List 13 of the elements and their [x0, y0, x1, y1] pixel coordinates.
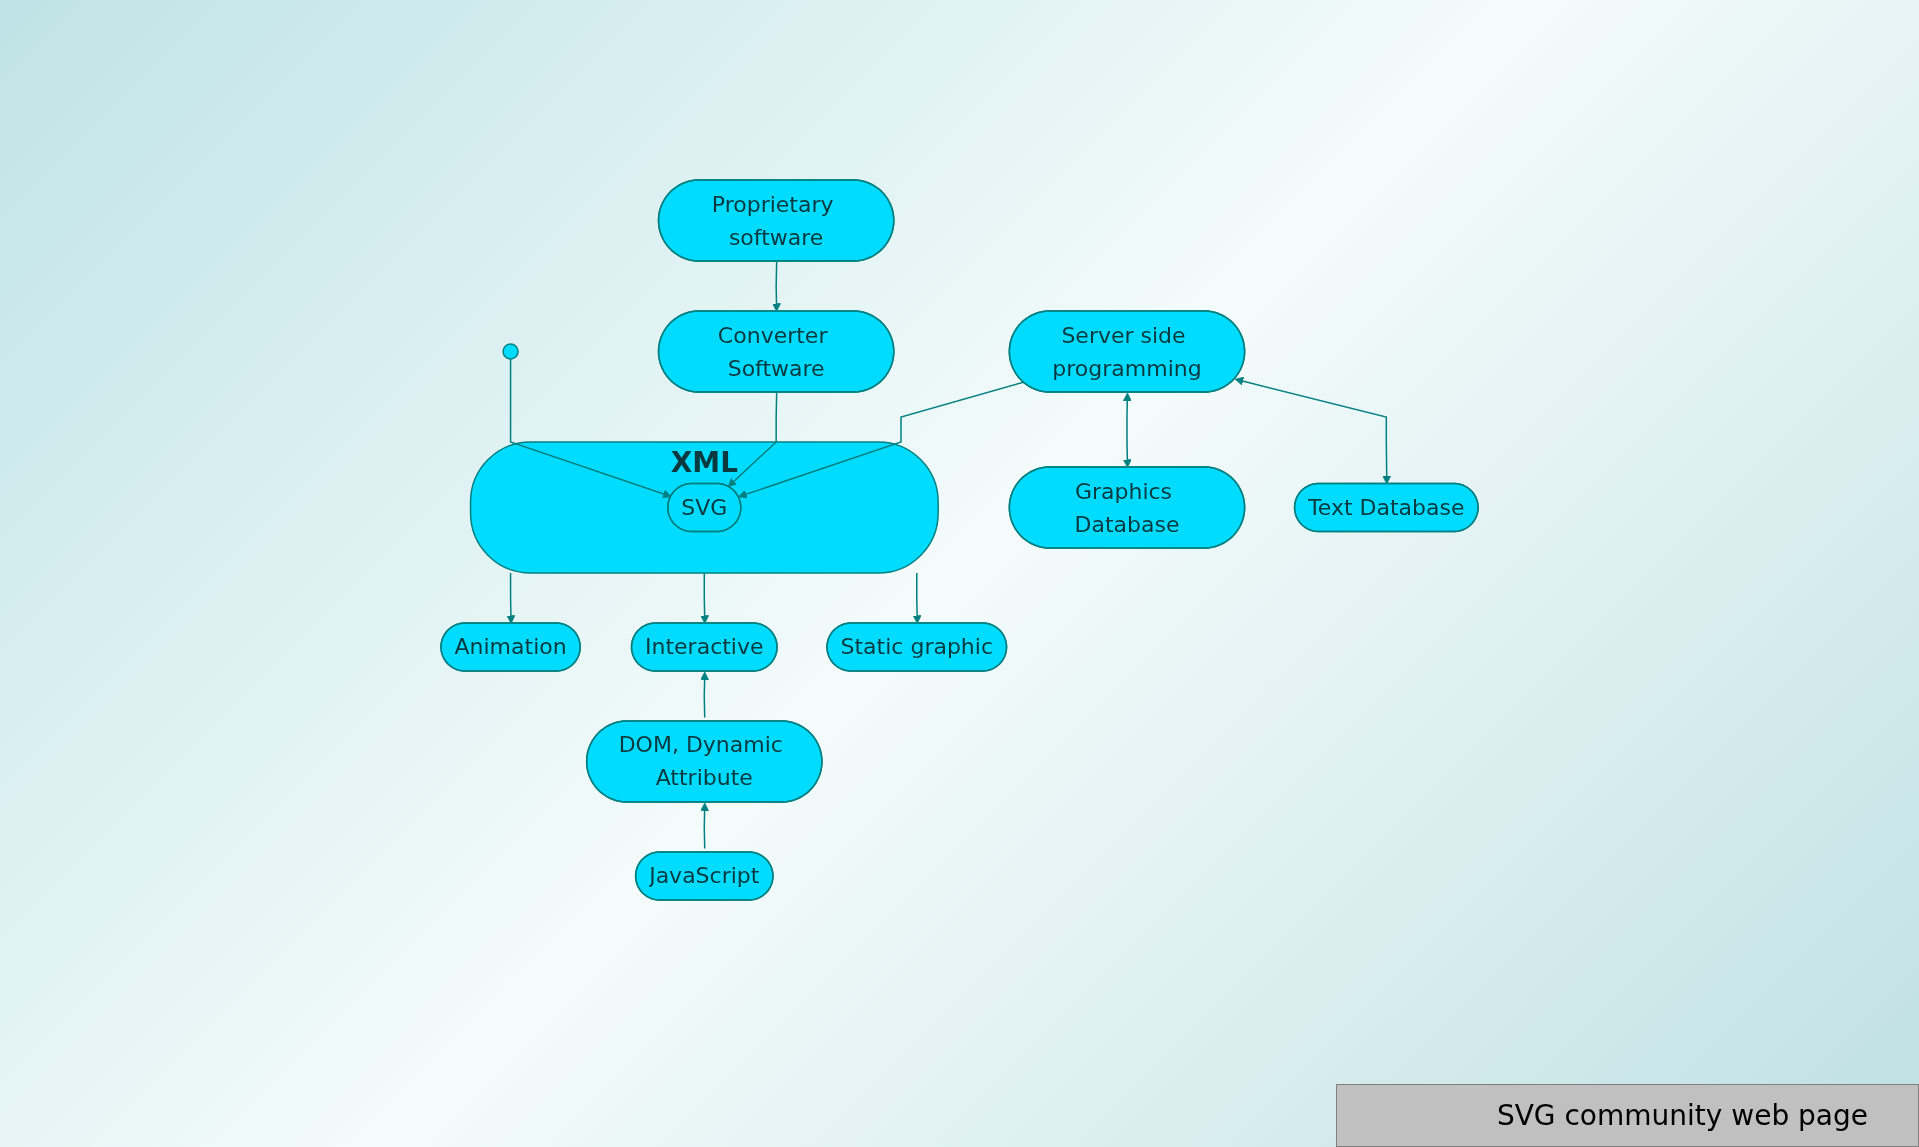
arrow: [700, 572, 709, 624]
arrow: [1122, 392, 1132, 468]
caption-box: SVG community web page: [1335, 1084, 1919, 1147]
arrow: [506, 572, 516, 624]
arrow: [772, 260, 781, 312]
node-circle: [502, 343, 519, 360]
arrow: [700, 671, 709, 719]
arrow: [700, 802, 709, 850]
arrow: [509, 358, 672, 499]
arrow: [727, 391, 778, 488]
arrow: [1234, 376, 1392, 485]
arrow: [912, 572, 922, 624]
arrow: [738, 381, 1025, 499]
